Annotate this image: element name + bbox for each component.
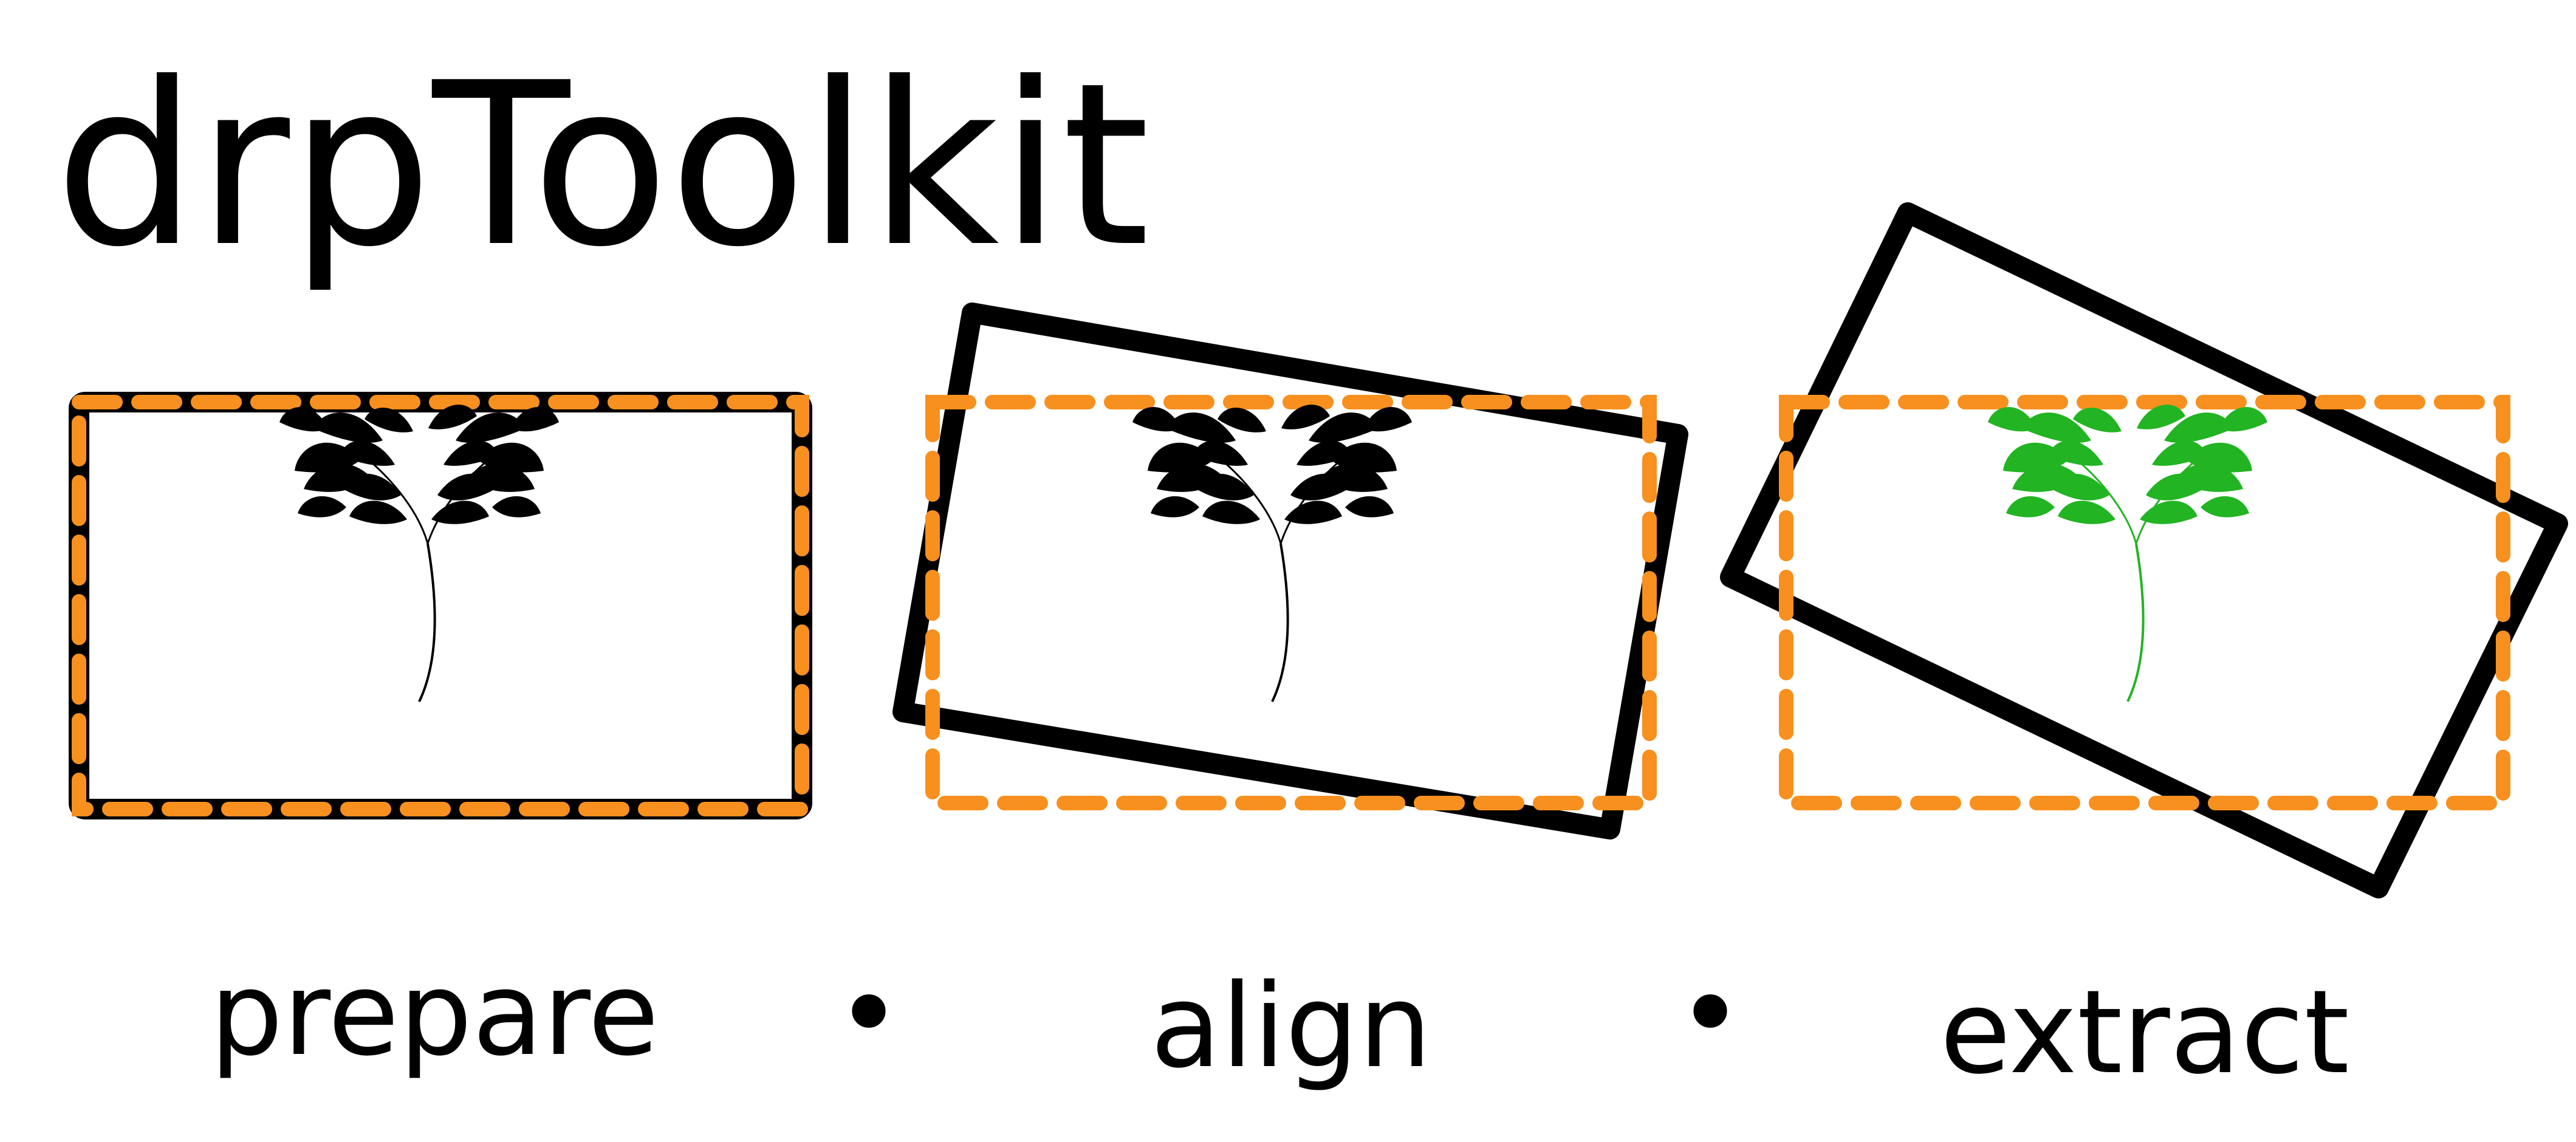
prepare-panel [69, 392, 812, 819]
logo-title: drpToolkit [55, 35, 1150, 296]
extract-panel [1720, 202, 2568, 898]
crop-outline-icon [925, 395, 1657, 810]
photo-frame-icon [69, 392, 812, 819]
plant-icon [1131, 403, 1413, 703]
step-separator: • [835, 947, 903, 1081]
plant-icon [278, 403, 560, 703]
step-label-extract: extract [1940, 965, 2349, 1099]
align-panel [892, 303, 1688, 839]
step-separator: • [1676, 947, 1744, 1081]
photo-frame-icon [892, 303, 1688, 839]
plant-icon [1987, 403, 2269, 703]
step-label-align: align [1150, 959, 1431, 1093]
step-label-prepare: prepare [210, 947, 659, 1081]
photo-frame-icon [1720, 202, 2568, 898]
crop-outline-icon [1779, 395, 2510, 810]
crop-outline-icon [72, 395, 809, 816]
